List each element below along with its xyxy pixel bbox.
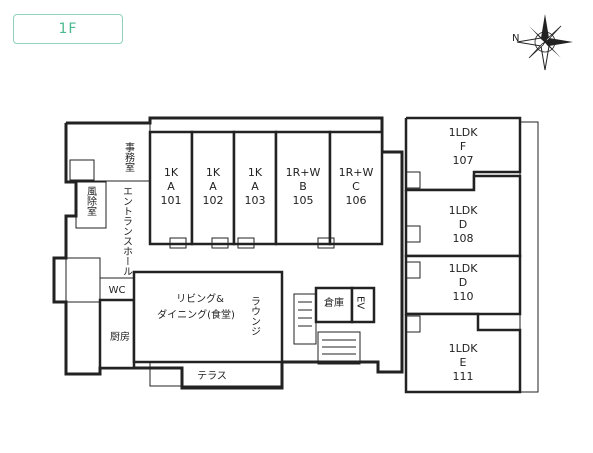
room-102-number: 102 (203, 194, 224, 207)
room-106-type: 1R+W (339, 166, 374, 179)
room-106-block: C (352, 180, 360, 193)
room-108-number: 108 (453, 232, 474, 245)
room-108-block: D (459, 218, 467, 231)
room-105-type: 1R+W (286, 166, 321, 179)
living-label: リビング& (176, 292, 224, 305)
kitchen-label: 厨房 (110, 330, 130, 343)
room-106-number: 106 (346, 194, 367, 207)
room-110-type: 1LDK (449, 262, 479, 275)
storage-room[interactable] (314, 286, 354, 324)
room-102[interactable] (190, 130, 236, 246)
room-110[interactable] (404, 254, 522, 316)
room-101-block: A (167, 180, 175, 193)
room-107-block: F (460, 140, 466, 153)
room-108-type: 1LDK (449, 204, 479, 217)
compass-north-label: N (512, 33, 519, 44)
room-103[interactable] (232, 130, 278, 246)
room-102-block: A (209, 180, 217, 193)
room-110-number: 110 (453, 290, 474, 303)
room-101-number: 101 (161, 194, 182, 207)
windbreak-room[interactable] (75, 181, 107, 229)
room-111-block: E (460, 356, 467, 369)
room-107-type: 1LDK (449, 126, 479, 139)
balcony (519, 121, 539, 393)
top-corridor (149, 117, 383, 133)
office-label: 事務室 (123, 141, 135, 172)
room-103-type: 1K (248, 166, 263, 179)
room-106[interactable] (328, 130, 384, 246)
lounge-label: ラウンジ (249, 296, 260, 336)
room-111-number: 111 (453, 370, 474, 383)
floor-label: 1F (13, 14, 123, 44)
compass-rose-icon (516, 14, 573, 71)
stairs-lower (317, 331, 361, 365)
room-103-number: 103 (245, 194, 266, 207)
room-101[interactable] (148, 130, 194, 246)
elevator[interactable] (350, 286, 376, 324)
room-105-number: 105 (293, 194, 314, 207)
office-room[interactable] (65, 122, 151, 182)
ev-label: EV (355, 296, 366, 309)
entrance-label: エントランスホール (121, 186, 133, 276)
wc-label: WC (109, 285, 126, 296)
living-dining-room[interactable] (132, 270, 284, 364)
room-111-type: 1LDK (449, 342, 479, 355)
storage-label: 倉庫 (324, 296, 344, 309)
room-101-type: 1K (164, 166, 179, 179)
room-105[interactable] (274, 130, 332, 246)
room-110-block: D (459, 276, 467, 289)
room-105-block: B (299, 180, 307, 193)
terrace (149, 361, 283, 387)
windbreak-label: 風除室 (85, 186, 97, 216)
room-103-block: A (251, 180, 259, 193)
room-107-number: 107 (453, 154, 474, 167)
dining-label: ダイニング(食堂) (157, 308, 235, 321)
room-102-type: 1K (206, 166, 221, 179)
terrace-label: テラス (197, 370, 227, 382)
